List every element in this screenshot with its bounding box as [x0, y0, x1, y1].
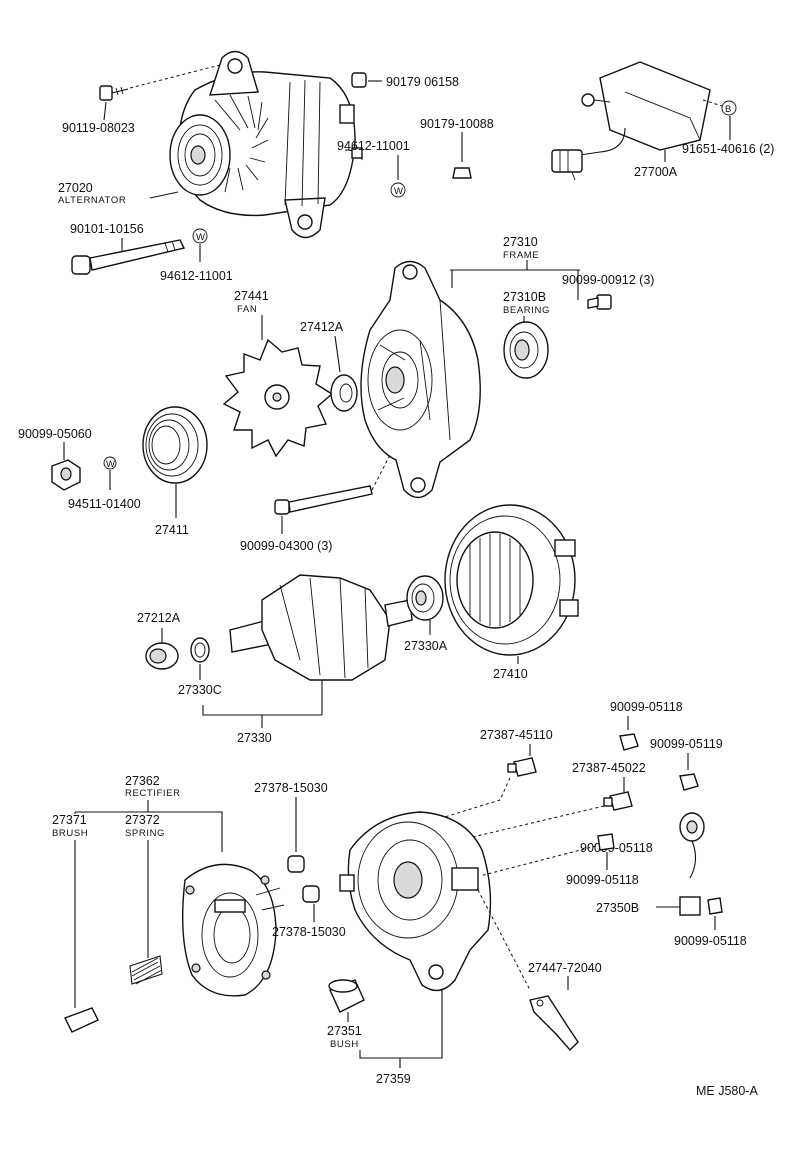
label-bearing: BEARING [503, 305, 550, 316]
insulator-27378-15030-low-drawing [302, 885, 320, 903]
collar-27212a-drawing [145, 642, 179, 670]
brush-27371-drawing [64, 1007, 99, 1033]
label-91651-40616: 91651-40616 (2) [682, 142, 774, 156]
label-90099-04300: 90099-04300 (3) [240, 539, 332, 553]
cover-27330c-drawing [190, 637, 210, 663]
label-90179-10088: 90179-10088 [420, 117, 494, 131]
label-alternator: ALTERNATOR [58, 195, 126, 206]
spring-27372-drawing [129, 955, 163, 985]
label-27412a: 27412A [300, 320, 344, 334]
nut-90099-05119-drawing [679, 773, 699, 791]
screw-90099-00912-drawing [587, 294, 612, 310]
label-90179-06158: 90179 06158 [386, 75, 459, 89]
label-27310b: 27310B [503, 290, 546, 304]
label-27212a: 27212A [137, 611, 181, 625]
label-27378-15030-top: 27378-15030 [254, 781, 328, 795]
pulley-27411-drawing [142, 406, 208, 484]
regulator-27700a-drawing [551, 61, 711, 181]
label-brush: BRUSH [52, 828, 88, 839]
label-spring: SPRING [125, 828, 165, 839]
terminal-27387-45110-drawing [507, 757, 537, 777]
washer-symbol-top [390, 182, 406, 198]
label-27378-15030-low: 27378-15030 [272, 925, 346, 939]
condenser-27350b-drawing [679, 812, 723, 916]
label-90101-10156: 90101-10156 [70, 222, 144, 236]
fan-27441-drawing [222, 338, 334, 458]
label-27310: 27310 [503, 235, 538, 249]
label-27020: 27020 [58, 181, 93, 195]
label-27359: 27359 [376, 1072, 411, 1086]
label-90099-05118-mid-b: 90099-05118 [566, 873, 639, 887]
bearing-27330a-drawing [406, 575, 444, 621]
terminal-27387-45022-drawing [603, 791, 633, 811]
label-94612-11001-low: 94612-11001 [160, 269, 233, 283]
label-90099-00912: 90099-00912 (3) [562, 273, 654, 287]
bearing-27310b-drawing [503, 321, 549, 379]
frame-27310-drawing [360, 260, 481, 499]
rotor-27330-drawing [229, 574, 413, 681]
label-27330a: 27330A [404, 639, 448, 653]
frame-27359-drawing [339, 811, 492, 992]
washer-symbol-text-mid: W [106, 459, 116, 470]
label-27411: 27411 [155, 523, 189, 537]
label-27387-45110: 27387-45110 [480, 728, 553, 742]
label-90099-05118-top: 90099-05118 [610, 700, 683, 714]
label-90099-05119: 90099-05119 [650, 737, 723, 751]
label-27350b: 27350B [596, 901, 639, 915]
label-frame: FRAME [503, 250, 539, 261]
stator-27410-drawing [444, 504, 579, 656]
washer-symbol-mid [103, 456, 117, 470]
label-rectifier: RECTIFIER [125, 788, 181, 799]
nut-90099-05060-drawing [51, 459, 81, 491]
nut-90099-05118-top-drawing [619, 733, 639, 751]
rectifier-27362-drawing [181, 863, 285, 997]
label-27330c: 27330C [178, 683, 222, 697]
label-fan: FAN [237, 304, 257, 315]
label-27441: 27441 [234, 289, 269, 303]
plate-27447-72040-drawing [529, 995, 579, 1052]
bolt-symbol-text: B [725, 104, 732, 115]
label-27410: 27410 [493, 667, 528, 681]
label-90099-05118-mid: 90099-05118 [580, 841, 653, 855]
label-94612-11001-top: 94612-11001 [337, 139, 410, 153]
nut-90099-05118-mid-drawing [597, 833, 615, 851]
bush-27351-drawing [328, 979, 365, 1013]
nut-90179-06158-drawing [351, 72, 367, 88]
label-27700a: 27700A [634, 165, 678, 179]
screw-90119-08023-drawing [99, 64, 221, 101]
insulator-27378-15030-top-drawing [287, 855, 305, 873]
washer-symbol-low [192, 228, 208, 244]
spacer-27412a-drawing [330, 374, 358, 412]
label-27362: 27362 [125, 774, 160, 788]
bolt-90101-10156-drawing [71, 239, 186, 275]
label-27372: 27372 [125, 813, 160, 827]
bolt-90099-04300-drawing [274, 454, 391, 515]
label-90099-05118-low: 90099-05118 [674, 934, 747, 948]
figure-code: ME J580-A [696, 1084, 758, 1098]
label-27447-72040: 27447-72040 [528, 961, 602, 975]
label-27371: 27371 [52, 813, 87, 827]
label-27351: 27351 [327, 1024, 362, 1038]
bolt-symbol [721, 100, 737, 116]
label-94511-01400: 94511-01400 [68, 497, 141, 511]
label-27330: 27330 [237, 731, 272, 745]
label-90119-08023: 90119-08023 [62, 121, 135, 135]
label-90099-05060: 90099-05060 [18, 427, 92, 441]
nut-90179-10088-drawing [452, 167, 472, 179]
alternator-assembly-drawing [169, 50, 363, 239]
label-27387-45022: 27387-45022 [572, 761, 646, 775]
washer-symbol-text-low: W [196, 232, 206, 243]
washer-symbol-text-top: W [394, 186, 404, 197]
label-bush: BUSH [330, 1039, 359, 1050]
